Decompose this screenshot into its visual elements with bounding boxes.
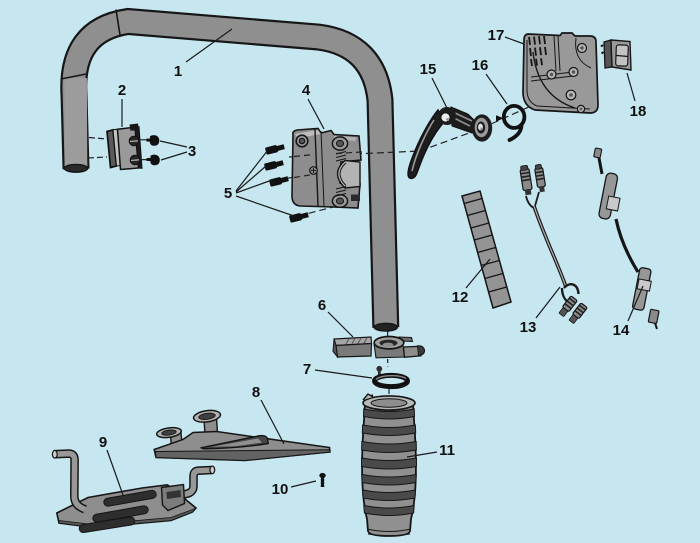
svg-text:7: 7 [303,361,311,378]
svg-text:6: 6 [318,297,326,314]
svg-text:8: 8 [252,384,260,401]
svg-text:17: 17 [488,27,505,44]
svg-text:5: 5 [224,185,232,202]
svg-text:11: 11 [439,442,455,459]
svg-text:18: 18 [630,103,647,120]
svg-text:10: 10 [272,481,289,498]
svg-text:14: 14 [613,322,630,339]
svg-text:16: 16 [472,57,489,74]
svg-text:13: 13 [520,319,537,336]
svg-text:12: 12 [452,289,469,306]
svg-text:2: 2 [118,82,126,99]
svg-text:3: 3 [188,143,196,160]
svg-text:15: 15 [420,61,437,78]
svg-text:9: 9 [99,434,107,451]
svg-text:1: 1 [174,63,182,80]
svg-text:4: 4 [302,82,311,99]
